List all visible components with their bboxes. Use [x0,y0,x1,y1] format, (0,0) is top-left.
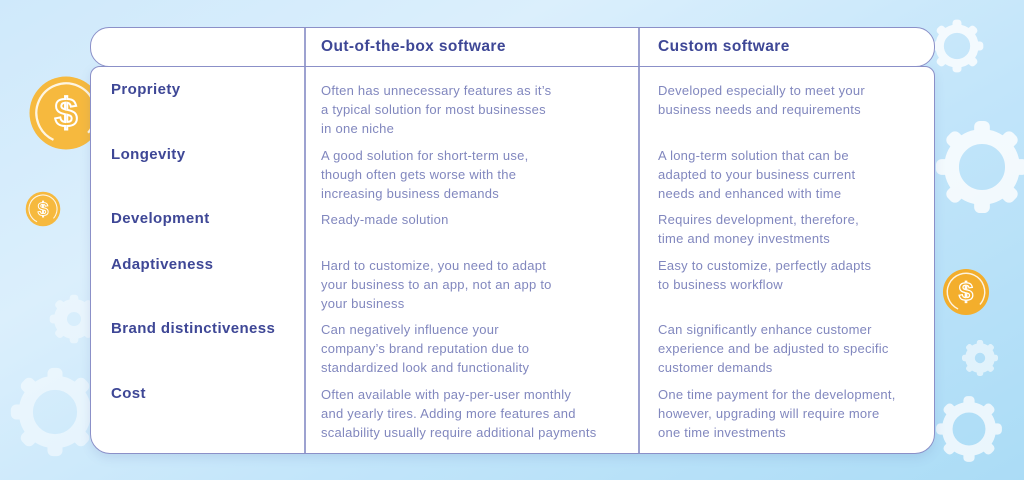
cell-otb-cost: Often available with pay-per-user monthl… [321,387,597,440]
table-row: Adaptiveness Hard to customize, you need… [91,256,934,313]
cell-custom-adaptiveness: Easy to customize, perfectly adapts to b… [658,258,872,292]
gear-icon [929,18,985,74]
row-label-propriety: Propriety [111,81,181,98]
cell-otb-propriety: Often has unnecessary features as it’s a… [321,83,552,136]
cell-otb-development: Ready-made solution [321,212,449,227]
cell-custom-propriety: Developed especially to meet your busine… [658,83,865,117]
comparison-table-header: Out-of-the-box software Custom software [90,27,935,67]
row-label-adaptiveness: Adaptiveness [111,256,214,273]
row-label-development: Development [111,210,210,227]
gear-icon [933,118,1024,216]
row-label-cost: Cost [111,385,146,402]
table-row: Brand distinctiveness Can negatively inf… [91,320,934,377]
cell-otb-brand-distinctiveness: Can negatively influence your company’s … [321,322,530,375]
column-divider [638,28,640,66]
cell-otb-adaptiveness: Hard to customize, you need to adapt you… [321,258,552,311]
column-header-custom: Custom software [658,38,790,55]
cell-otb-longevity: A good solution for short-term use, thou… [321,148,529,201]
column-divider [638,67,640,453]
table-row: Propriety Often has unnecessary features… [91,81,934,138]
column-divider [304,28,306,66]
cell-custom-development: Requires development, therefore, time an… [658,212,859,246]
row-label-longevity: Longevity [111,146,186,163]
table-row: Longevity A good solution for short-term… [91,146,934,203]
cell-custom-cost: One time payment for the development, ho… [658,387,896,440]
cell-custom-brand-distinctiveness: Can significantly enhance customer exper… [658,322,889,375]
gear-icon [8,365,102,459]
dollar-coin-icon [942,268,990,316]
column-header-out-of-the-box: Out-of-the-box software [321,38,506,55]
dollar-coin-icon [25,191,61,227]
comparison-table-body: Propriety Often has unnecessary features… [90,66,935,454]
column-divider [304,67,306,453]
table-row: Development Ready-made solution Requires… [91,210,934,248]
cell-custom-longevity: A long-term solution that can be adapted… [658,148,856,201]
gear-icon [934,394,1004,464]
table-row: Cost Often available with pay-per-user m… [91,385,934,442]
row-label-brand-distinctiveness: Brand distinctiveness [111,320,276,337]
gear-icon [960,338,1000,378]
